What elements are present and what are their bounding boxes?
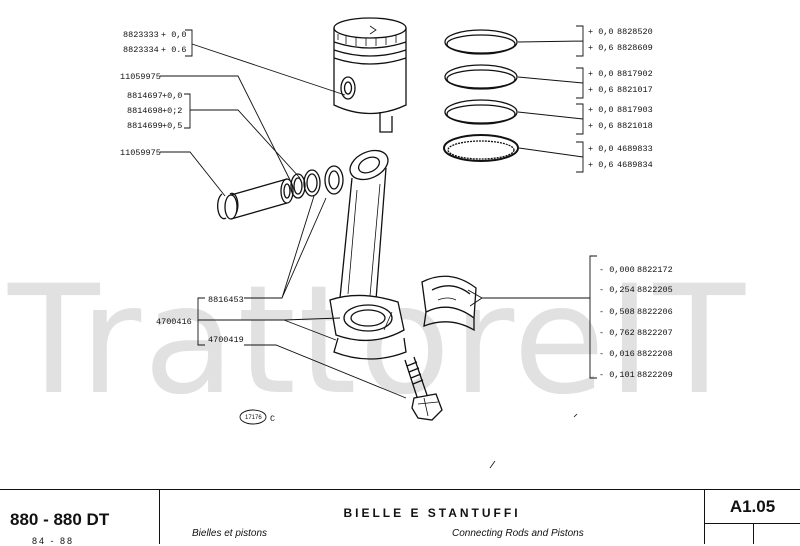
model-sub: 84 - 88 (32, 536, 75, 546)
ring-1-size-2: + 0,6 (588, 43, 614, 53)
figure-ref-oval (239, 409, 267, 425)
title-italian: BIELLE E STANTUFFI (343, 506, 521, 520)
parts-diagram: TrattoreIT (7, 17, 747, 469)
pin-clip-bottom-label: 11059975 (120, 148, 161, 158)
bushing-part-2: 8814698 (127, 106, 163, 116)
conrod-bush-label: 8816453 (208, 295, 244, 305)
title-english: Connecting Rods and Pistons (452, 528, 584, 539)
model-name: 880 - 880 DT (10, 510, 110, 529)
ring-4-part-1: 4689833 (617, 144, 653, 154)
ring-2-size-1: + 0,0 (588, 69, 614, 79)
bearing-size-2: - 0,254 (599, 285, 635, 295)
bushing-size-3: +0,5 (162, 121, 182, 131)
piston-size-2: + 0.6 (161, 45, 187, 55)
bearing-part-3: 8822206 (637, 307, 673, 317)
figure-ref-number: 17176 (245, 415, 262, 421)
bushings-drawing (290, 165, 344, 199)
bearing-part-labels: - 0,000 8822172 - 0,254 8822205 - 0,508 … (599, 265, 673, 380)
bearing-size-5: - 0,016 (599, 349, 635, 359)
model-cell: 880 - 880 DT 84 - 88 (0, 490, 160, 546)
pin-clip-top-label: 11059975 (120, 72, 161, 82)
piston-part-labels: 8823333 + 0,0 8823334 + 0.6 (123, 30, 187, 55)
conrod-assembly-label: 4700416 (156, 317, 192, 327)
piston-drawing (333, 17, 407, 133)
conrod-bolt-label: 4700419 (208, 335, 244, 345)
bushing-size-2: +0;2 (162, 106, 182, 116)
bearing-size-1: - 0,000 (599, 265, 635, 275)
bearing-size-6: - 0,101 (599, 370, 635, 380)
piston-rings-drawing (443, 29, 519, 162)
ring-2-size-2: + 0,6 (588, 85, 614, 95)
bushing-part-1: 8814697 (127, 91, 163, 101)
ring-4-part-2: 4689834 (617, 160, 653, 170)
bearing-part-4: 8822207 (637, 328, 673, 338)
ring-1-size-1: + 0,0 (588, 27, 614, 37)
bearing-size-3: - 0,508 (599, 307, 635, 317)
ring-3-part-1: 8817903 (617, 105, 653, 115)
ring-2-part-1: 8817902 (617, 69, 653, 79)
page-code-cell: A1.05 (704, 490, 800, 544)
piston-pin-drawing (224, 178, 294, 220)
ring-1-part-2: 8828609 (617, 43, 653, 53)
ring-part-labels: + 0,0 8828520 + 0,6 8828609 + 0,0 881790… (588, 27, 653, 170)
bearing-part-2: 8822205 (637, 285, 673, 295)
bearing-part-1: 8822172 (637, 265, 673, 275)
ring-1-part-1: 8828520 (617, 27, 653, 37)
connecting-rod-drawing (329, 149, 407, 360)
bushing-size-1: +0,0 (162, 91, 182, 101)
bushing-part-3: 8814699 (127, 121, 163, 131)
figure-ref-suffix: C (270, 414, 275, 424)
piston-size-1: + 0,0 (161, 30, 187, 40)
bearing-size-4: - 0,762 (599, 328, 635, 338)
bearing-shells-drawing (421, 275, 477, 332)
piston-part-1: 8823333 (123, 30, 159, 40)
bushing-part-labels: 8814697 +0,0 8814698 +0;2 8814699 +0,5 (127, 91, 182, 131)
ring-2-part-2: 8821017 (617, 85, 653, 95)
conrod-bolt-drawing (404, 356, 443, 421)
title-block: 880 - 880 DT 84 - 88 BIELLE E STANTUFFI … (0, 489, 800, 546)
ring-4-size-1: + 0,0 (588, 144, 614, 154)
piston-part-2: 8823334 (123, 45, 159, 55)
ring-3-size-2: + 0,6 (588, 121, 614, 131)
bearing-part-5: 8822208 (637, 349, 673, 359)
page-code: A1.05 (729, 497, 776, 516)
ring-3-part-2: 8821018 (617, 121, 653, 131)
bearing-part-6: 8822209 (637, 370, 673, 380)
watermark-text: TrattoreIT (7, 254, 747, 428)
ring-4-size-2: + 0,6 (588, 160, 614, 170)
title-french: Bielles et pistons (192, 528, 268, 539)
ring-3-size-1: + 0,0 (588, 105, 614, 115)
